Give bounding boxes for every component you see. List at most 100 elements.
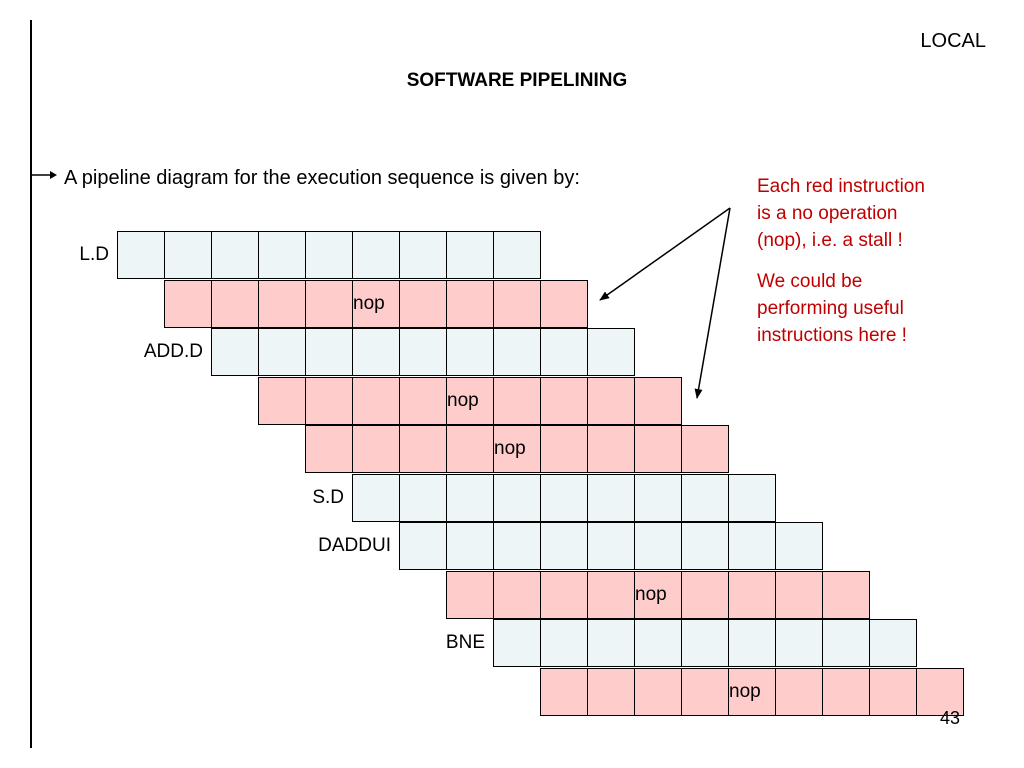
pipeline-cell [211, 328, 259, 376]
pipeline-cell [352, 473, 400, 522]
pipeline-cell [775, 522, 823, 570]
stall-cell [352, 425, 400, 473]
stall-cell: nop [728, 667, 776, 716]
stall-cell [587, 425, 635, 473]
stall-cell [540, 425, 588, 473]
instruction-row [117, 231, 541, 279]
instruction-row [352, 473, 776, 522]
instruction-label: DADDUI [318, 535, 391, 556]
pipeline-cell [399, 522, 447, 570]
corner-label: LOCAL [920, 30, 986, 52]
stall-cell [164, 279, 212, 328]
stall-cell [634, 376, 682, 425]
stall-cell [399, 279, 447, 328]
stall-cell [493, 570, 541, 619]
pipeline-cell [822, 619, 870, 667]
stall-cell [493, 376, 541, 425]
pipeline-cell [211, 231, 259, 279]
nop-label: nop [635, 583, 667, 605]
stall-row: nop [540, 667, 964, 716]
pipeline-cell [352, 328, 400, 376]
pipeline-cell [681, 619, 729, 667]
pipeline-cell [446, 231, 494, 279]
instruction-label: BNE [445, 632, 485, 653]
stall-cell [822, 570, 870, 619]
page-number: 43 [939, 708, 961, 728]
instruction-row [399, 522, 823, 570]
pipeline-cell [117, 231, 165, 279]
pipeline-cell [493, 473, 541, 522]
instruction-label: S.D [312, 486, 344, 508]
nop-label: nop [494, 438, 526, 459]
pipeline-cell [728, 473, 776, 522]
stall-row: nop [258, 376, 682, 425]
stall-cell [681, 667, 729, 716]
bullet-text: A pipeline diagram for the execution seq… [64, 167, 580, 189]
pipeline-cell [869, 619, 917, 667]
stall-cell [634, 667, 682, 716]
useful-work-note: We could be performing useful instructio… [757, 268, 907, 349]
stall-cell [587, 570, 635, 619]
stall-cell [446, 279, 494, 328]
instruction-row [493, 619, 917, 667]
pipeline-cell [352, 231, 400, 279]
nop-label: nop [353, 292, 385, 314]
instruction-label: L.D [79, 244, 109, 265]
pipeline-cell [493, 328, 541, 376]
stall-row: nop [446, 570, 870, 619]
pipeline-cell [728, 522, 776, 570]
stall-cell [540, 570, 588, 619]
pipeline-cell [305, 231, 353, 279]
stall-row: nop [305, 425, 729, 473]
nop-label: nop [447, 389, 479, 411]
stall-cell [587, 376, 635, 425]
note-line: (nop), i.e. a stall ! [757, 230, 903, 251]
stall-cell [916, 667, 964, 716]
pipeline-cell [493, 231, 541, 279]
pipeline-cell [634, 473, 682, 522]
stall-cell [681, 570, 729, 619]
pipeline-cell [540, 522, 588, 570]
pipeline-cell [681, 473, 729, 522]
pipeline-cell [681, 522, 729, 570]
stall-cell [305, 425, 353, 473]
pipeline-cell [540, 473, 588, 522]
stall-cell [587, 667, 635, 716]
pipeline-cell [258, 231, 306, 279]
stall-note: Each red instruction is a no operation (… [757, 173, 925, 254]
left-margin-line [30, 20, 32, 748]
note-line: performing useful [757, 298, 904, 319]
pipeline-cell [634, 619, 682, 667]
stall-cell [869, 667, 917, 716]
pipeline-cell [634, 522, 682, 570]
stall-cell [211, 279, 259, 328]
pipeline-cell [540, 619, 588, 667]
stall-cell [540, 279, 588, 328]
pipeline-cell [164, 231, 212, 279]
stall-row: nop [164, 279, 588, 328]
nop-label: nop [729, 680, 761, 702]
pipeline-cell [587, 522, 635, 570]
stall-cell [681, 425, 729, 473]
stall-cell [728, 570, 776, 619]
note-line: instructions here ! [757, 325, 907, 346]
note-line: is a no operation [757, 203, 898, 224]
stall-cell [399, 376, 447, 425]
stall-cell: nop [493, 425, 541, 473]
pipeline-cell [446, 328, 494, 376]
note-line: Each red instruction [757, 176, 925, 197]
right-arrow-icon [32, 171, 57, 179]
callout-arrow [694, 207, 731, 399]
pipeline-cell [446, 473, 494, 522]
pipeline-cell [775, 619, 823, 667]
stall-cell: nop [446, 376, 494, 425]
note-line: We could be [757, 271, 863, 292]
slide-title: SOFTWARE PIPELINING [406, 70, 628, 91]
stall-cell [540, 376, 588, 425]
stall-cell [822, 667, 870, 716]
callout-arrow [599, 207, 731, 301]
pipeline-cell [587, 328, 635, 376]
stall-cell [446, 425, 494, 473]
stall-cell [258, 376, 306, 425]
